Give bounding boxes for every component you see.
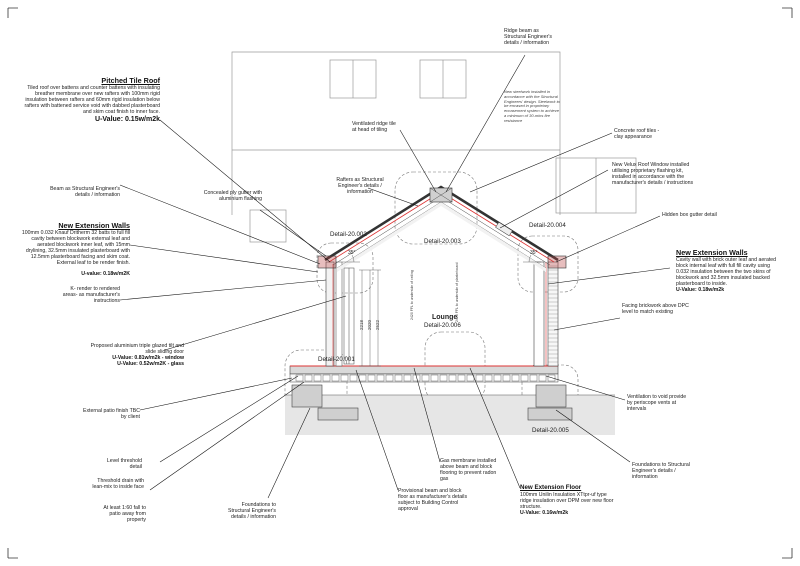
floor-block	[457, 374, 466, 382]
height-dim-3: 2522	[375, 319, 380, 330]
pitch-right-label: 35°	[530, 250, 538, 256]
pitched-roof-heading: Pitched Tile Roof	[101, 76, 160, 85]
floor-block	[358, 374, 367, 382]
floor-block	[304, 374, 313, 382]
detail-label-001: Detail-20.001	[318, 356, 355, 363]
height-dims	[359, 269, 381, 367]
floor-block	[511, 374, 520, 382]
ext-walls-right-body: Cavity wall with brick outer leaf and ae…	[676, 257, 777, 288]
floor-block	[439, 374, 448, 382]
floor-block	[340, 374, 349, 382]
roof	[317, 185, 567, 272]
room-label: Lounge	[432, 314, 458, 321]
note-ventilation-void: Ventilation to void provide by periscope…	[627, 394, 687, 413]
floor-block	[349, 374, 358, 382]
ext-walls-left-body: 100mm 0.032 Knauf Dritherm 32 batts to f…	[21, 230, 130, 267]
sliding-door-uvalue-window: U-Value: 0.81w/m2k - window	[112, 355, 184, 362]
note-ridge-beam: Ridge beam as Structural Engineer's deta…	[504, 28, 552, 47]
detail-label-005: Detail-20.005	[532, 427, 569, 434]
note-facing-brickwork: Facing brickwork above DPC level to matc…	[622, 303, 689, 316]
floor-block	[367, 374, 376, 382]
detail-label-002: Detail-20.002	[330, 231, 367, 238]
detail-label-004: Detail-20.004	[529, 222, 566, 229]
floor-block	[475, 374, 484, 382]
sliding-door-body: Proposed aluminium triple glazed tilt an…	[90, 343, 184, 356]
note-ext-floor: New Extension Floor 100mm Unilin Insulat…	[520, 484, 616, 516]
height-dim-2: 2020	[367, 319, 372, 330]
floor-block	[394, 374, 403, 382]
note-beam-left: Beam as Structural Engineer's details / …	[50, 186, 120, 199]
note-threshold-drain: Threshold drain with lean-mix to inside …	[92, 478, 144, 491]
floor-block	[448, 374, 457, 382]
floor-block	[403, 374, 412, 382]
floor-block	[331, 374, 340, 382]
note-gas-membrane: Gas membrane installed above beam and bl…	[440, 458, 497, 483]
floor-block	[520, 374, 529, 382]
ext-walls-left-uvalue: U-value: 0.18w/m2K	[81, 270, 130, 277]
floor-block	[322, 374, 331, 382]
ext-floor-body: 100mm Unilin Insulation XTtpr-uf type ri…	[520, 491, 614, 510]
pitched-roof-body: Tiled roof over battens and counter batt…	[24, 85, 160, 116]
existing-house-outline	[231, 51, 637, 243]
note-hidden-gutter: Hidden box gutter detail	[662, 212, 717, 218]
note-pitched-roof: Pitched Tile Roof Tiled roof over batten…	[20, 76, 160, 124]
note-concealed-gutter: Concealed ply gutter with aluminium flas…	[203, 190, 262, 203]
floor-block	[295, 374, 304, 382]
floor-block	[421, 374, 430, 382]
floor-block	[430, 374, 439, 382]
ext-walls-right-heading: New Extension Walls	[676, 248, 748, 257]
note-velux: New Velux Roof Window installed utilisin…	[612, 162, 694, 187]
note-ridge-small: New steelwork installed in accordance wi…	[504, 89, 560, 123]
ext-floor-uvalue: U-Value: 0.16w/m2k	[520, 509, 569, 516]
floor-block	[376, 374, 385, 382]
floor-block	[538, 374, 547, 382]
sliding-door-uvalue-glass: U-Value: 0.52w/m2K - glass	[117, 361, 184, 368]
ext-walls-right-uvalue: U-Value: 0.18w/m2k	[676, 287, 725, 294]
floor-block	[493, 374, 502, 382]
pitch-markers	[342, 254, 541, 263]
note-foundations-bottom: Foundations to Structural Engineer's det…	[228, 502, 276, 521]
detail-label-003: Detail-20.003	[424, 238, 461, 245]
note-fall: At least 1:60 fall to patio away from pr…	[103, 505, 146, 524]
brick-courses	[548, 265, 558, 363]
floor-block	[529, 374, 538, 382]
left-wall	[325, 261, 343, 367]
note-ext-walls-right: New Extension Walls Cavity wall with bri…	[676, 248, 780, 294]
note-concrete-tiles: Concrete roof tiles - clay appearance	[614, 128, 660, 141]
vertical-note-1: 2420 FFL to underside of ceiling	[410, 270, 414, 320]
floor-block	[385, 374, 394, 382]
ext-walls-left-heading: New Extension Walls	[58, 221, 130, 230]
note-vent-ridge: Ventilated ridge tile at head of tiling	[352, 121, 396, 134]
detail-label-006: Detail-20.006	[424, 322, 461, 329]
note-sliding-door: Proposed aluminium triple glazed tilt an…	[84, 343, 184, 367]
floor-block	[547, 374, 556, 382]
foundations	[291, 384, 573, 421]
note-external-patio: External patio finish TBC by client	[83, 408, 140, 421]
height-dim-1: 2218	[359, 319, 364, 330]
note-foundations-right: Foundations to Structural Engineer's det…	[632, 462, 690, 481]
vertical-note-2: 2420 FFL to underside of plasterboard	[455, 262, 459, 322]
note-level-threshold: Level threshold detail	[106, 458, 142, 471]
crop-marks	[7, 7, 793, 559]
pitched-roof-uvalue: U-Value: 0.15w/m2k	[95, 116, 160, 124]
beam-and-block-floor	[295, 374, 556, 382]
pitch-left-label: 35°	[348, 250, 356, 256]
ext-floor-heading: New Extension Floor	[520, 484, 582, 491]
note-rafters: Rafters as Structural Engineer's details…	[336, 177, 384, 196]
floor-block	[502, 374, 511, 382]
note-provisional-beam: Provisional beam and block floor as manu…	[398, 488, 468, 513]
note-k-render: K- render to rendered areas- as manufact…	[62, 286, 120, 305]
leader-lines	[119, 54, 671, 499]
floor-block	[484, 374, 493, 382]
floor-block	[466, 374, 475, 382]
note-ext-walls-left: New Extension Walls 100mm 0.032 Knauf Dr…	[20, 221, 130, 277]
sliding-door	[343, 267, 355, 365]
floor-block	[313, 374, 322, 382]
